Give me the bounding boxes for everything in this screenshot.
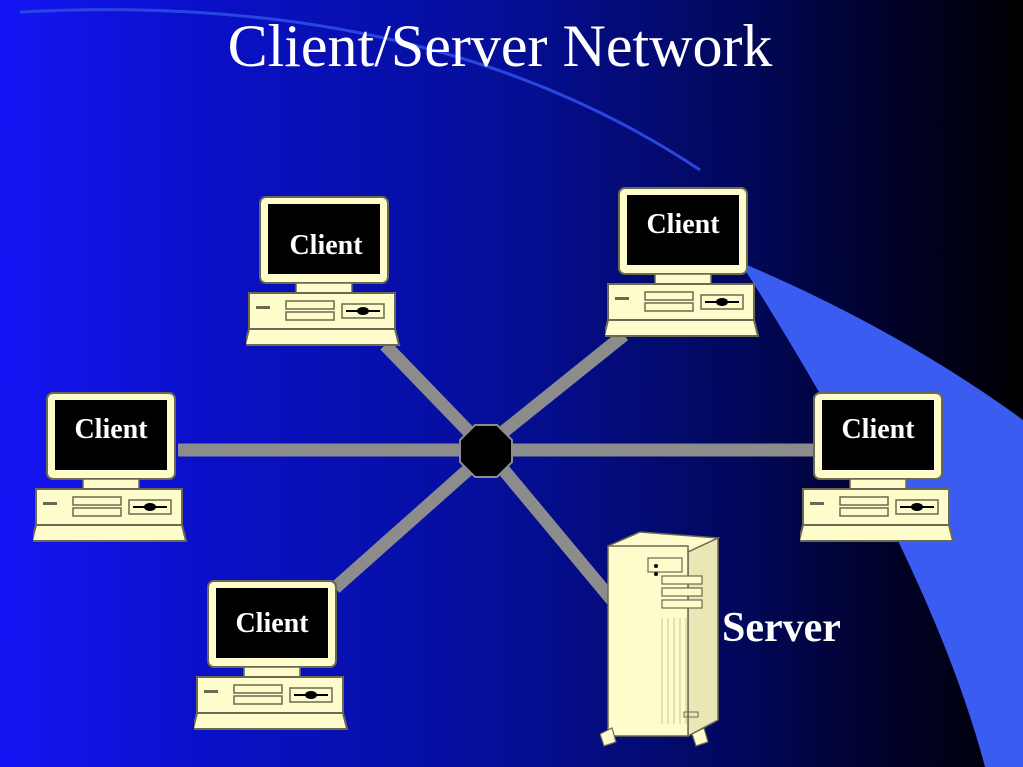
server-computer[interactable]: [599, 528, 724, 750]
link-top-right-client: [497, 329, 629, 439]
link-server: [497, 463, 617, 605]
client-label: Client: [289, 230, 363, 261]
slide-title: Client/Server Network: [227, 13, 773, 79]
link-bottom-left-client: [330, 463, 475, 593]
computer-icon: [194, 580, 349, 730]
link-top-left-client: [380, 340, 475, 438]
client-label: Client: [646, 209, 720, 240]
client-computer[interactable]: Client: [194, 579, 354, 739]
client-computer[interactable]: Client: [246, 195, 406, 355]
client-label: Client: [74, 414, 148, 445]
computer-icon: [246, 196, 401, 346]
hub: [459, 424, 513, 478]
server-tower-icon: [599, 531, 721, 747]
accent-swoosh: [740, 262, 1023, 767]
server-label: Server: [722, 605, 841, 651]
client-computer[interactable]: Client: [605, 186, 765, 346]
client-computer[interactable]: Client: [800, 391, 960, 551]
computer-icon: [605, 187, 760, 337]
computer-icon: [33, 392, 188, 542]
client-label: Client: [235, 608, 309, 639]
computer-icon: [800, 392, 955, 542]
accent-arc: [19, 8, 701, 172]
client-computer[interactable]: Client: [33, 391, 193, 551]
client-label: Client: [841, 414, 915, 445]
